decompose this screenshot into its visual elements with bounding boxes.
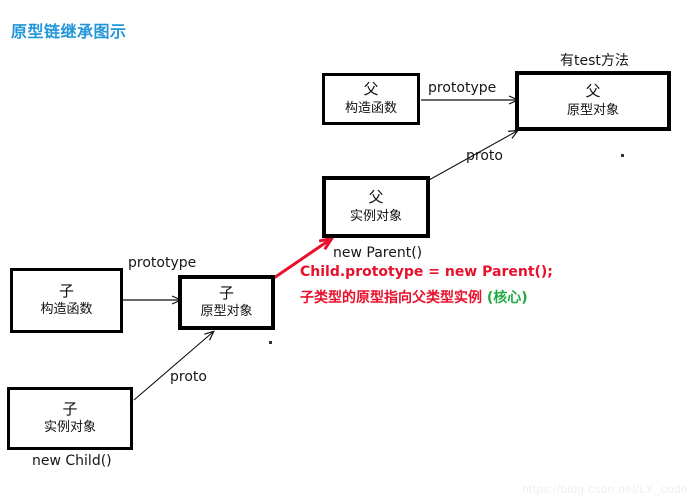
edge-label-child-proto: proto (170, 369, 207, 385)
edge-label-parent-prototype: prototype (428, 80, 497, 96)
ink-dot-left (269, 341, 272, 344)
node-title: 子 (218, 283, 234, 302)
node-child-prototype[interactable]: 子 原型对象 (178, 275, 275, 330)
caption-parent-instance-note: new Parent() (333, 245, 423, 261)
node-parent-constructor[interactable]: 父 构造函数 (322, 73, 420, 125)
page-title: 原型链继承图示 (11, 22, 127, 41)
edge-label-child-prototype: prototype (128, 255, 197, 271)
node-title: 父 (585, 82, 601, 101)
edge-child-proto (133, 332, 213, 401)
ink-dot-right (621, 154, 624, 157)
node-title: 子 (62, 399, 78, 418)
node-parent-instance[interactable]: 父 实例对象 (322, 176, 430, 238)
edge-inheritance-red (267, 239, 331, 284)
node-subtitle: 实例对象 (43, 420, 96, 436)
annotation-core-tag: (核心) (486, 290, 528, 306)
node-subtitle: 原型对象 (200, 304, 253, 320)
node-title: 子 (58, 281, 74, 300)
node-title: 父 (363, 80, 379, 99)
node-child-instance[interactable]: 子 实例对象 (7, 387, 133, 450)
node-subtitle: 构造函数 (40, 302, 93, 318)
caption-parent-prototype-note: 有test方法 (560, 53, 629, 69)
node-child-constructor[interactable]: 子 构造函数 (10, 268, 123, 333)
annotation-code-line: Child.prototype = new Parent(); (300, 264, 553, 280)
annotation-description-line: 子类型的原型指向父类型实例 (核心) (300, 287, 528, 307)
node-parent-prototype[interactable]: 父 原型对象 (515, 71, 671, 131)
caption-child-instance-note: new Child() (32, 453, 112, 469)
node-subtitle: 构造函数 (344, 100, 397, 116)
node-subtitle: 原型对象 (566, 102, 619, 118)
node-subtitle: 实例对象 (349, 208, 402, 224)
node-title: 父 (368, 188, 384, 207)
edge-label-parent-proto: proto (466, 148, 503, 164)
edge-parent-proto (428, 131, 517, 181)
watermark: https://blog.csdn.net/LY_code (522, 482, 688, 496)
annotation-description-main: 子类型的原型指向父类型实例 (300, 290, 487, 306)
